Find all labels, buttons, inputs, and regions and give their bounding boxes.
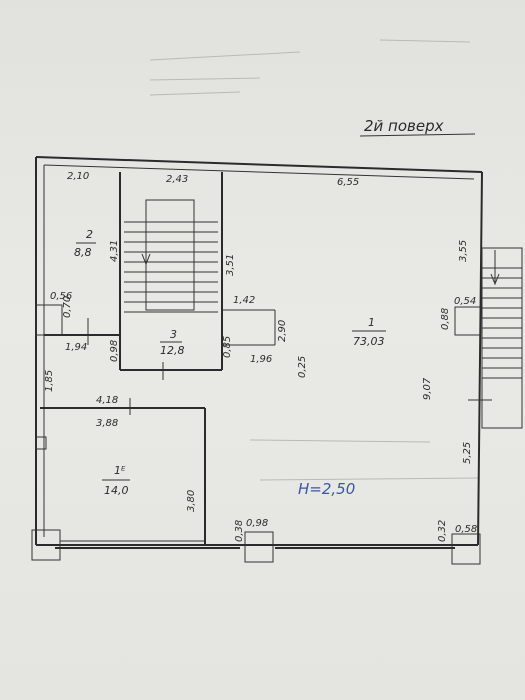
columns	[31, 304, 481, 565]
dim-label: 1,42	[233, 295, 255, 306]
plan-title: 2й поверх	[364, 117, 444, 135]
door-marks	[87, 318, 492, 415]
dim-label: 0,38	[234, 520, 245, 542]
room-3-number: 3	[170, 328, 177, 341]
room-2-number: 2	[86, 228, 93, 241]
dim-label: 6,55	[337, 177, 359, 188]
dim-label: 4,31	[109, 240, 120, 262]
title-underline	[359, 133, 476, 137]
room-2-area: 8,8	[74, 246, 92, 259]
dim-label: 0,25	[297, 356, 308, 378]
internal-staircase	[124, 199, 218, 313]
dim-label: 3,88	[96, 418, 118, 429]
dimension-labels: 2,10 2,43 6,55 3,55 4,31 3,51 0,56 0,70 …	[44, 171, 477, 542]
room-3-area: 12,8	[160, 344, 185, 357]
dim-label: 0,98	[109, 340, 120, 362]
room-1e-area: 14,0	[104, 484, 129, 497]
dim-label: 0,98	[246, 518, 268, 529]
dim-label: 3,80	[186, 490, 197, 512]
room-1e-number: 1ᴱ	[114, 464, 126, 477]
dim-label: 5,25	[462, 442, 473, 464]
external-staircase	[481, 247, 523, 429]
dim-label: 1,94	[65, 342, 87, 353]
background-bleed	[149, 39, 481, 481]
dim-label: 2,43	[166, 174, 188, 185]
dim-label: 1,85	[44, 370, 55, 392]
room-labels: 2 8,8 3 12,8 1 73,03 1ᴱ 14,0	[74, 228, 386, 497]
height-note: H=2,50	[298, 480, 355, 498]
room-1-area: 73,03	[353, 335, 385, 348]
dim-label: 1,96	[250, 354, 272, 365]
dim-label: 0,58	[455, 524, 477, 535]
dim-label: 0,54	[454, 296, 476, 307]
dim-label: 0,56	[50, 291, 72, 302]
outer-walls	[35, 156, 483, 549]
dim-label: 0,70	[62, 296, 73, 318]
interior-walls	[40, 172, 276, 546]
dim-label: 9,07	[422, 377, 433, 400]
dim-label: 3,51	[225, 254, 236, 276]
dim-label: 2,10	[67, 171, 89, 182]
dim-label: 0,88	[440, 308, 451, 330]
dim-label: 2,90	[277, 320, 288, 342]
dim-label: 0,32	[437, 520, 448, 542]
dim-label: 3,55	[458, 240, 469, 262]
dim-label: 4,18	[96, 395, 118, 406]
room-1-number: 1	[368, 316, 375, 329]
dim-label: 0,85	[222, 336, 233, 358]
